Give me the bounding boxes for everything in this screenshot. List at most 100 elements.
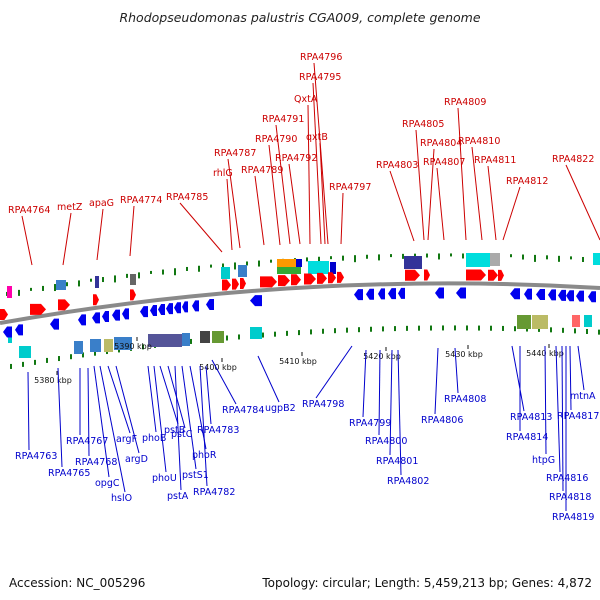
- top-gene-label: rhlG: [213, 168, 233, 179]
- top-gene-label: RPA4796: [300, 52, 342, 63]
- gc-dot: [514, 326, 516, 332]
- gc-dot: [570, 256, 572, 260]
- gc-dot: [18, 289, 20, 296]
- forward-strand-genes: [0, 269, 504, 320]
- bottom-gene-label: RPA4784: [222, 405, 264, 416]
- top-gene-label: RPA4807: [423, 157, 465, 168]
- forward-gene: [405, 269, 420, 281]
- forward-gene: [337, 271, 344, 283]
- gc-dot: [238, 334, 240, 340]
- gc-dot: [90, 278, 92, 282]
- bottom-label-leader: [378, 349, 381, 436]
- gc-dot: [138, 272, 140, 279]
- top-gene-label: RPA4774: [120, 195, 162, 206]
- top-label-leader: [319, 142, 326, 245]
- forward-gene: [466, 269, 486, 281]
- forward-gene: [328, 272, 336, 284]
- forward-gene: [278, 275, 290, 287]
- gc-dot: [466, 325, 468, 331]
- bottom-label-leader: [397, 349, 402, 476]
- bottom-gene-label: hslO: [111, 493, 132, 504]
- reverse-gene: [388, 288, 396, 300]
- top-gene-label: RPA4764: [8, 205, 50, 216]
- top-label-leader: [307, 104, 311, 245]
- bottom-gene-label: RPA4818: [549, 492, 591, 503]
- gc-dot: [310, 329, 312, 335]
- bottom-gene-label: pstB: [164, 425, 185, 436]
- gc-dot: [78, 280, 80, 287]
- bottom-label-leader: [205, 365, 212, 425]
- topology-summary: Topology: circular; Length: 5,459,213 bp…: [261, 576, 592, 590]
- bottom-gene-label: phoU: [152, 473, 177, 484]
- reverse-gene: [536, 288, 545, 300]
- gc-dot: [162, 269, 164, 275]
- gc-dot: [270, 259, 272, 263]
- gc-dot: [46, 357, 48, 363]
- gc-dot: [510, 254, 512, 258]
- reverse-gene: [192, 300, 199, 312]
- bottom-gene-label: argF: [116, 434, 137, 445]
- gc-dot: [190, 338, 192, 344]
- gc-dot: [10, 363, 12, 369]
- gc-dot: [546, 255, 548, 260]
- top-gene-label: QxtA: [294, 94, 318, 105]
- bottom-label-leader: [93, 365, 110, 478]
- gc-dot: [426, 253, 428, 258]
- top-label-leader: [415, 129, 425, 241]
- gc-dot: [258, 260, 260, 267]
- bottom-label-leader: [153, 365, 167, 473]
- bottom-gene-label: RPA4816: [546, 473, 588, 484]
- top-gene-label: RPA4811: [474, 155, 516, 166]
- forward-gene: [130, 289, 136, 301]
- top-gene-label: RPA4789: [241, 165, 283, 176]
- bottom-label-leader: [159, 365, 179, 425]
- scale-tick-label: 5410 kbp: [279, 357, 317, 366]
- bottom-label-leader: [27, 371, 30, 451]
- gc-dot: [538, 326, 540, 332]
- bottom-gene-label: RPA4767: [66, 436, 108, 447]
- gc-dot: [94, 350, 96, 356]
- gc-dot: [438, 253, 440, 260]
- gc-dot: [82, 352, 84, 358]
- map-title: Rhodopseudomonas palustris CGA009, compl…: [119, 10, 480, 25]
- gc-dot: [394, 326, 396, 332]
- top-gene-label: metZ: [57, 202, 83, 213]
- gc-dot: [562, 327, 564, 333]
- bottom-label-leader: [189, 365, 207, 450]
- gc-dot: [70, 354, 72, 360]
- reverse-gene: [150, 304, 157, 316]
- gc-dot: [330, 256, 332, 260]
- bottom-gene-label: pstA: [167, 491, 189, 502]
- reverse-gene: [524, 288, 532, 300]
- gc-dot: [358, 327, 360, 333]
- scale-tick-label: 5430 kbp: [445, 350, 483, 359]
- gc-dot: [186, 266, 188, 271]
- bottom-label-leader: [434, 347, 439, 415]
- forward-gene: [498, 269, 504, 281]
- reverse-gene: [92, 312, 100, 324]
- top-gene-label: RPA4805: [402, 119, 444, 130]
- bottom-label-leader: [561, 345, 564, 492]
- top-gene-label: qxtB: [306, 132, 328, 143]
- reverse-gene: [378, 288, 385, 300]
- forward-gene: [291, 274, 301, 286]
- top-label-leader: [340, 192, 344, 245]
- top-gene-label: RPA4804: [420, 138, 462, 149]
- gc-dot: [42, 285, 44, 291]
- gc-dot: [274, 331, 276, 337]
- feature-blocks: [7, 253, 600, 358]
- bottom-gene-label: argD: [125, 454, 148, 465]
- bottom-gene-label: RPA4782: [193, 487, 235, 498]
- bottom-label-leader: [87, 367, 90, 457]
- bottom-label-leader: [99, 365, 126, 493]
- bottom-gene-label: RPA4799: [349, 418, 391, 429]
- top-label-leader: [227, 158, 241, 249]
- bottom-gene-label: phoB: [142, 433, 166, 444]
- bottom-label-leader: [257, 355, 280, 403]
- reverse-gene: [50, 318, 59, 330]
- reverse-gene: [548, 289, 556, 301]
- bottom-gene-label: RPA4800: [365, 436, 407, 447]
- top-label-leader: [254, 175, 265, 246]
- gc-dot: [366, 254, 368, 259]
